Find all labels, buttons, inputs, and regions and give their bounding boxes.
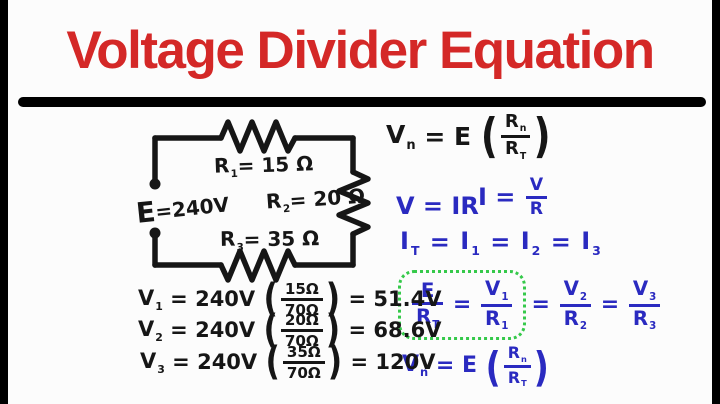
resistor-r3-symbol [218,248,298,283]
page-title: Voltage Divider Equation [66,21,655,80]
source-terminal-top [149,178,161,190]
letterbox-bar-right [712,0,720,404]
letterbox-bar-left [0,0,8,404]
resistor-r1-label: R1= 15 Ω [213,151,314,180]
equation-series-current: IT = I1 = I2 = I3 [400,227,602,258]
equation-ohms-law: V = IR [396,192,479,220]
resistor-r2-symbol [336,169,371,237]
resistor-r1-symbol [218,119,298,154]
source-terminal-bottom [149,227,161,239]
resistor-r3-label: R3= 35 Ω [219,226,320,254]
title-underline [18,97,706,107]
